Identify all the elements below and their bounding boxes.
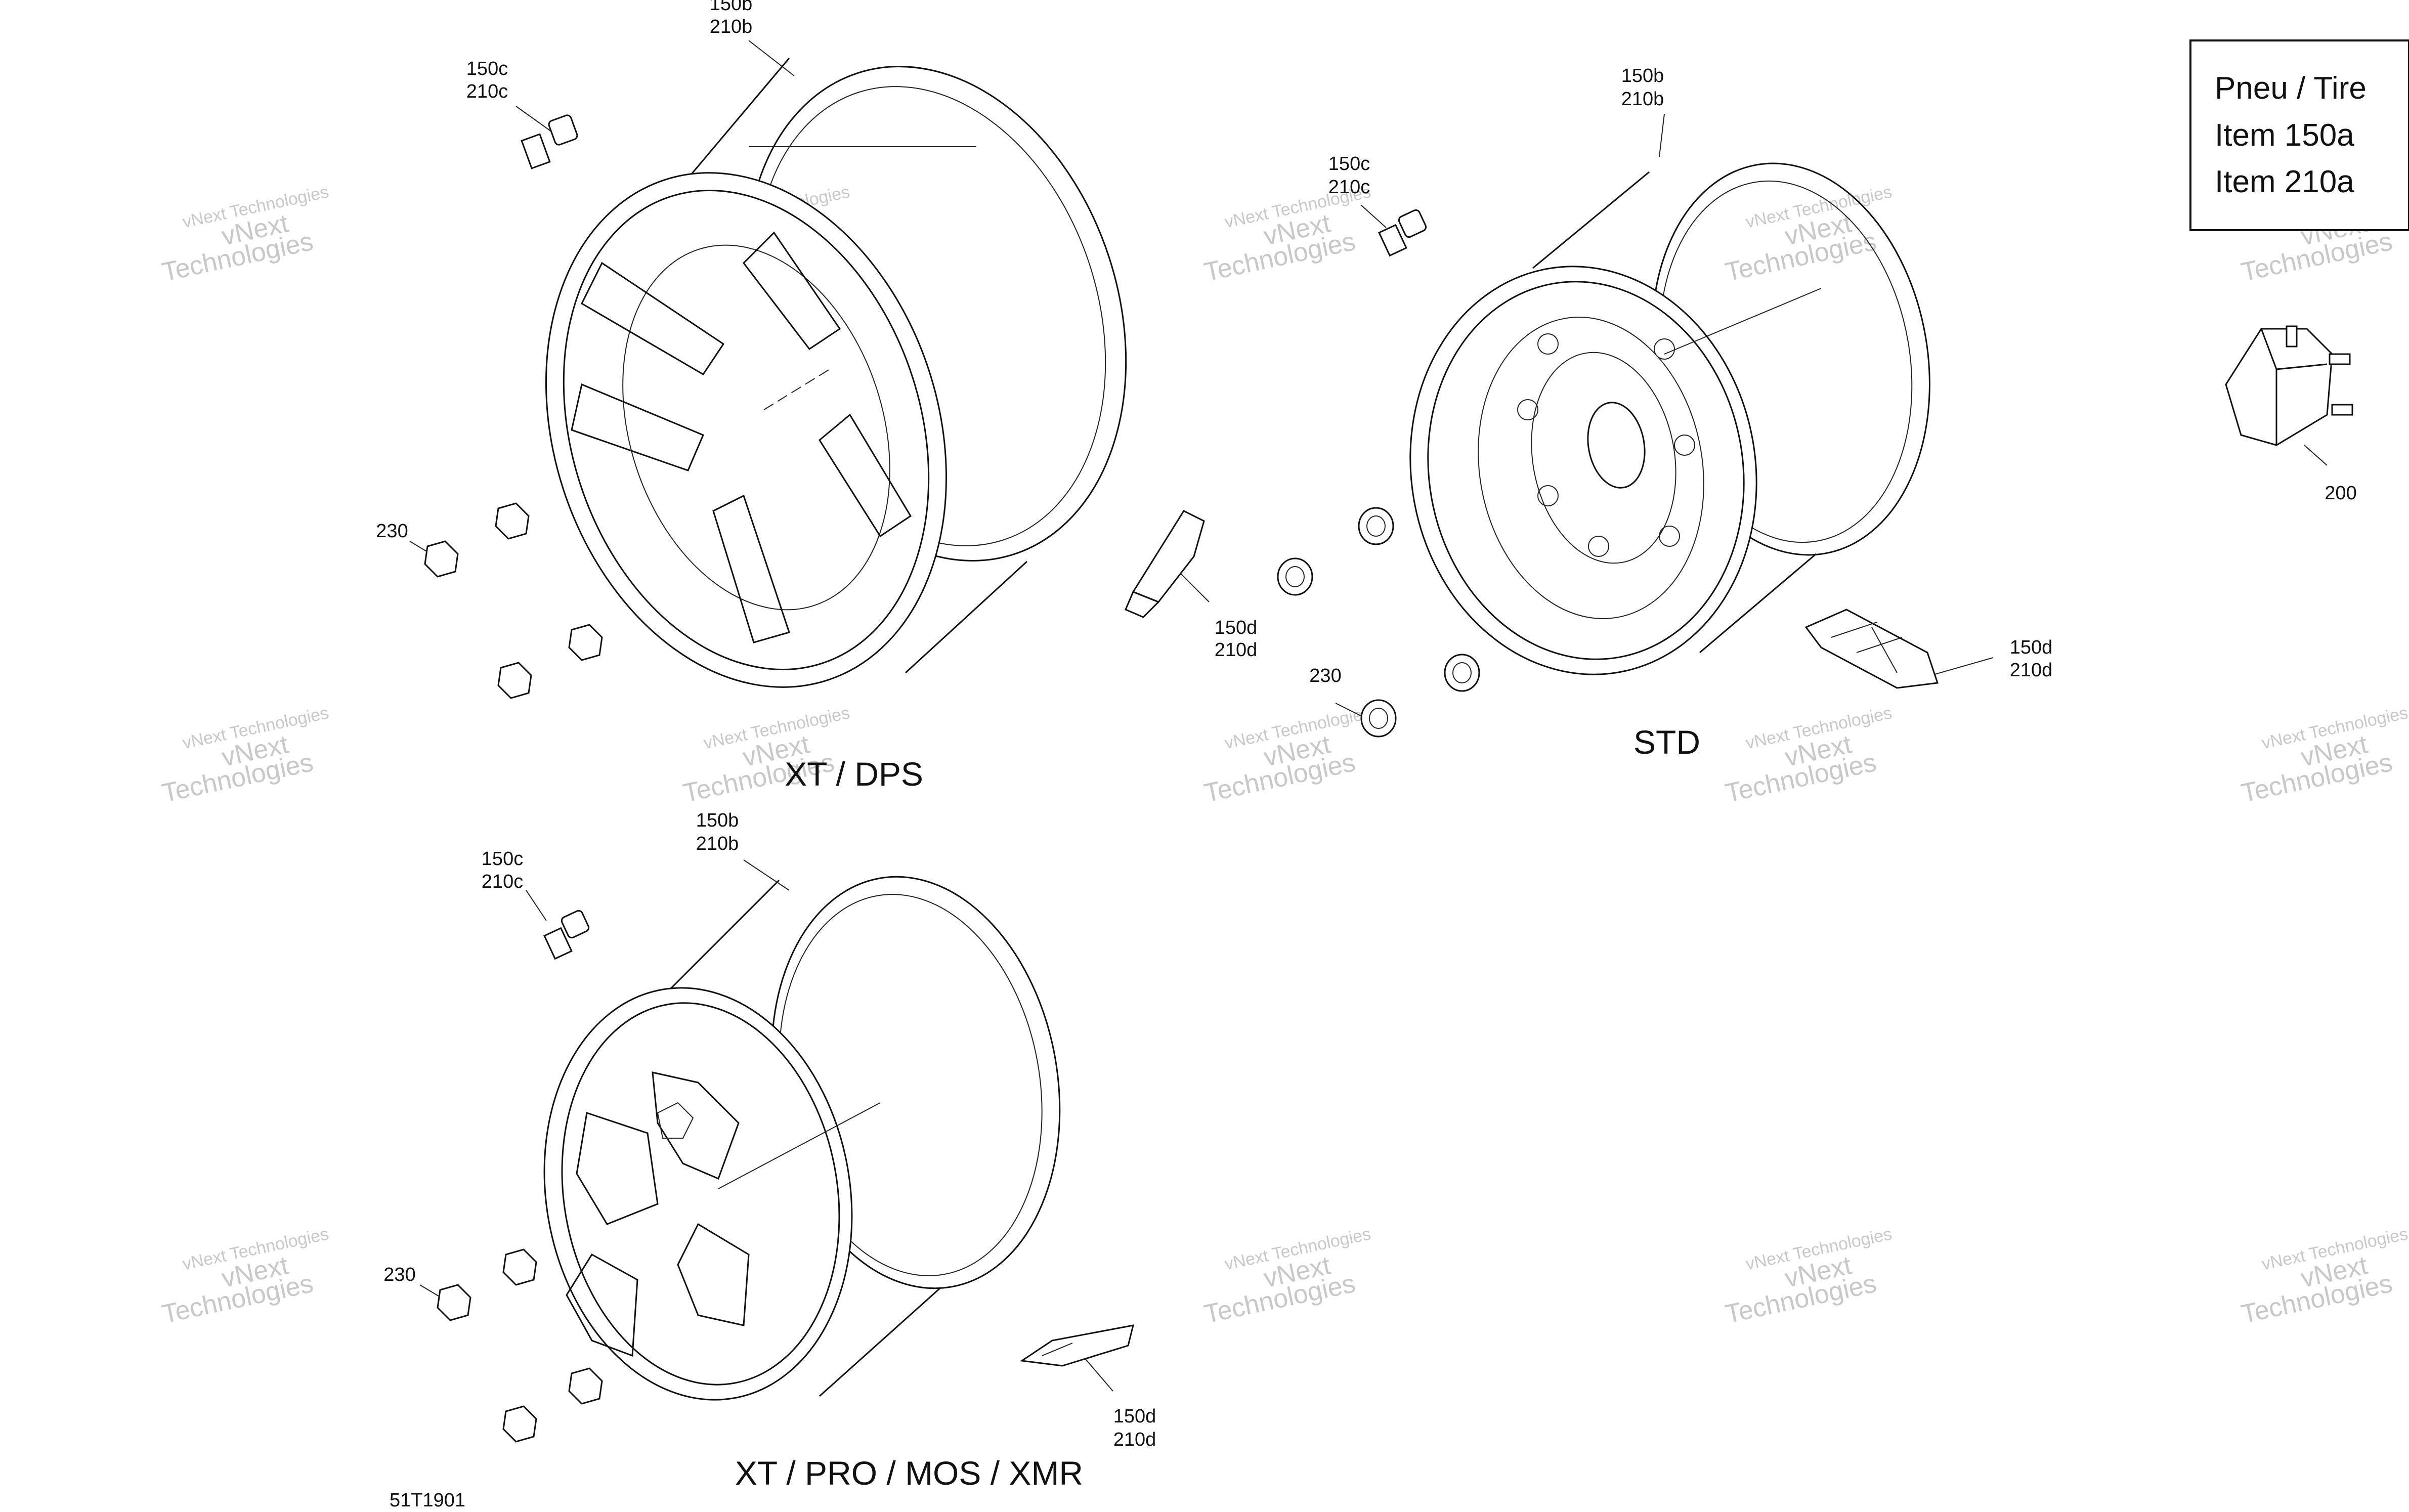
- callout-210d: 210d: [2010, 660, 2053, 681]
- callout-150b: 150b: [1621, 65, 1664, 87]
- callout-150b: 150b: [710, 0, 753, 15]
- valve-stem-xt-dps: [521, 114, 578, 169]
- callout-150d: 150d: [1113, 1406, 1156, 1427]
- title-xt-dps: XT / DPS: [785, 755, 923, 793]
- callout-210c: 210c: [482, 871, 523, 892]
- callouts-xt-pro: 150b 210b 150c 210c 230 150d 210d: [383, 810, 1156, 1450]
- callout-150d: 150d: [2010, 637, 2053, 658]
- callout-150c: 150c: [482, 848, 523, 870]
- tire-item-150a: Item 150a: [2215, 118, 2354, 153]
- item-200-part: [2225, 325, 2353, 466]
- callout-210d: 210d: [1215, 639, 1258, 661]
- lug-nuts-std: [1277, 507, 1480, 738]
- watermark: vNext Technologies vNext Technologies: [1723, 182, 1894, 287]
- lug-nuts-xt-pro: [437, 1248, 603, 1443]
- callout-150c: 150c: [1328, 153, 1370, 175]
- watermark: vNext Technologies vNext Technologies: [1201, 703, 1372, 808]
- watermark: vNext Technologies vNext Technologies: [1723, 703, 1894, 808]
- wheel-weight-xt-dps: [1125, 510, 1205, 618]
- callout-210d: 210d: [1113, 1429, 1156, 1450]
- callout-210c: 210c: [466, 81, 508, 102]
- watermarks: vNext Technologies vNext Technologies vN…: [159, 182, 2409, 1329]
- watermark: vNext Technologies vNext Technologies: [1201, 1224, 1372, 1329]
- callouts-std: 150b 210b 150c 210c 230 150d 210d: [1309, 65, 2052, 686]
- callouts-xt-dps: 150b 210b 150c 210c 230 150d 210d: [376, 0, 1257, 661]
- watermark: vNext Technologies vNext Technologies: [159, 1224, 330, 1329]
- tire-info-box: Pneu / Tire Item 150a Item 210a: [2189, 39, 2409, 231]
- wheel-xt-dps: [409, 40, 1210, 699]
- callout-230: 230: [376, 521, 408, 542]
- watermark: vNext Technologies vNext Technologies: [1201, 182, 1372, 287]
- figure-id: 51T1901: [390, 1490, 465, 1511]
- callout-230: 230: [383, 1264, 415, 1285]
- wheel-std: [1277, 113, 1994, 738]
- title-xt-pro-mos-xmr: XT / PRO / MOS / XMR: [735, 1454, 1083, 1492]
- callout-150b: 150b: [696, 810, 739, 831]
- callout-210b: 210b: [696, 833, 739, 854]
- callout-210b: 210b: [710, 16, 753, 37]
- callout-230: 230: [1309, 665, 1341, 686]
- watermark: vNext Technologies vNext Technologies: [1723, 1224, 1894, 1329]
- wheel-weight-xt-pro: [1019, 1324, 1135, 1367]
- callout-200: 200: [2325, 483, 2356, 504]
- callout-150c: 150c: [466, 58, 508, 79]
- callout-210b: 210b: [1621, 89, 1664, 110]
- callout-210c: 210c: [1328, 177, 1370, 198]
- wheel-weights-std: [1804, 609, 1939, 689]
- title-std: STD: [1633, 723, 1700, 761]
- watermark: vNext Technologies vNext Technologies: [2239, 703, 2409, 808]
- lug-nuts-xt-dps: [424, 502, 603, 699]
- watermark: vNext Technologies vNext Technologies: [159, 703, 330, 808]
- watermark: vNext Technologies vNext Technologies: [159, 182, 330, 287]
- wheel-xt-pro: [419, 859, 1135, 1443]
- tire-item-210a: Item 210a: [2215, 164, 2354, 199]
- callout-150d: 150d: [1215, 617, 1258, 638]
- valve-stem-std: [1378, 209, 1427, 257]
- tire-label: Pneu / Tire: [2215, 71, 2367, 106]
- watermark: vNext Technologies vNext Technologies: [2239, 1224, 2409, 1329]
- valve-stem-xt-pro: [543, 910, 590, 960]
